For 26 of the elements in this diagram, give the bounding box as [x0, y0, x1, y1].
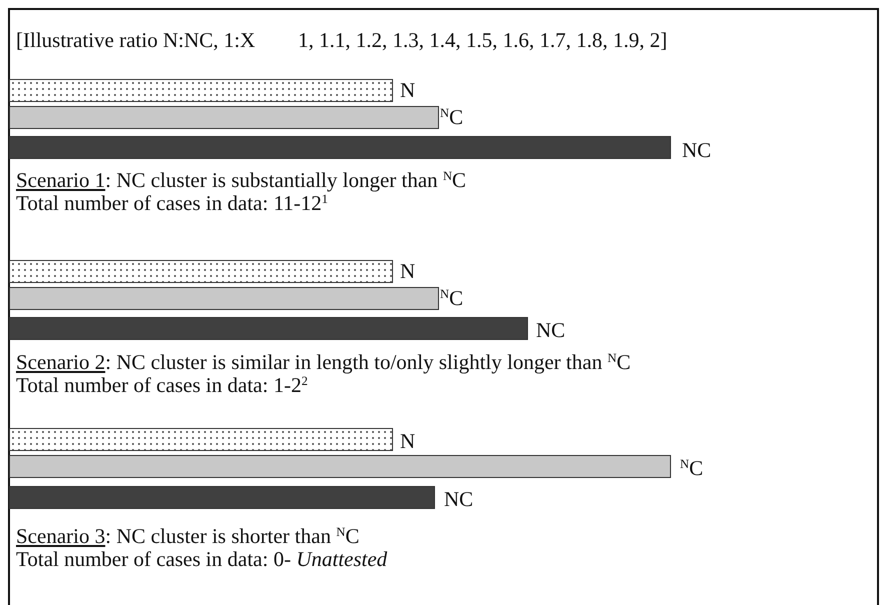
dotted-bar — [9, 79, 393, 102]
scenario-text: Scenario 3: NC cluster is shorter than $^{N}$C — [16, 526, 360, 547]
dark-bar — [9, 317, 528, 340]
bar-label: NC — [444, 489, 474, 510]
dotted-bar — [9, 428, 393, 451]
dark-bar — [9, 136, 671, 159]
ratio-note: [Illustrative ratio N:NC, 1:X — [16, 30, 256, 51]
bar-label: NC — [536, 320, 566, 341]
scenario-text: Total number of cases in data: 11-12$^{1}$ — [16, 193, 328, 214]
light-bar — [9, 106, 439, 129]
bar-label: $^{N}$C — [440, 288, 464, 309]
ratio-note: 1, 1.1, 1.2, 1.3, 1.4, 1.5, 1.6, 1.7, 1.8, 1.9, 2] — [298, 30, 668, 51]
bar-label: N — [400, 80, 416, 101]
scenario-text: Scenario 1: NC cluster is substantially longer than $^{N}$C — [16, 170, 466, 191]
scenario-text: Total number of cases in data: 1-2$^{2}$ — [16, 375, 308, 396]
scenario-text: Total number of cases in data: 0- Unattested — [16, 549, 388, 570]
dark-bar — [9, 486, 435, 509]
bar-label: N — [400, 431, 416, 452]
bar-label: $^{N}$C — [440, 107, 464, 128]
dotted-bar — [9, 260, 393, 283]
light-bar — [9, 455, 671, 478]
scenario-text: Scenario 2: NC cluster is similar in length to/only slightly longer than $^{N}$C — [16, 352, 631, 373]
bar-label: NC — [682, 140, 712, 161]
bar-label: $^{N}$C — [680, 458, 704, 479]
bar-label: N — [400, 261, 416, 282]
light-bar — [9, 287, 439, 310]
